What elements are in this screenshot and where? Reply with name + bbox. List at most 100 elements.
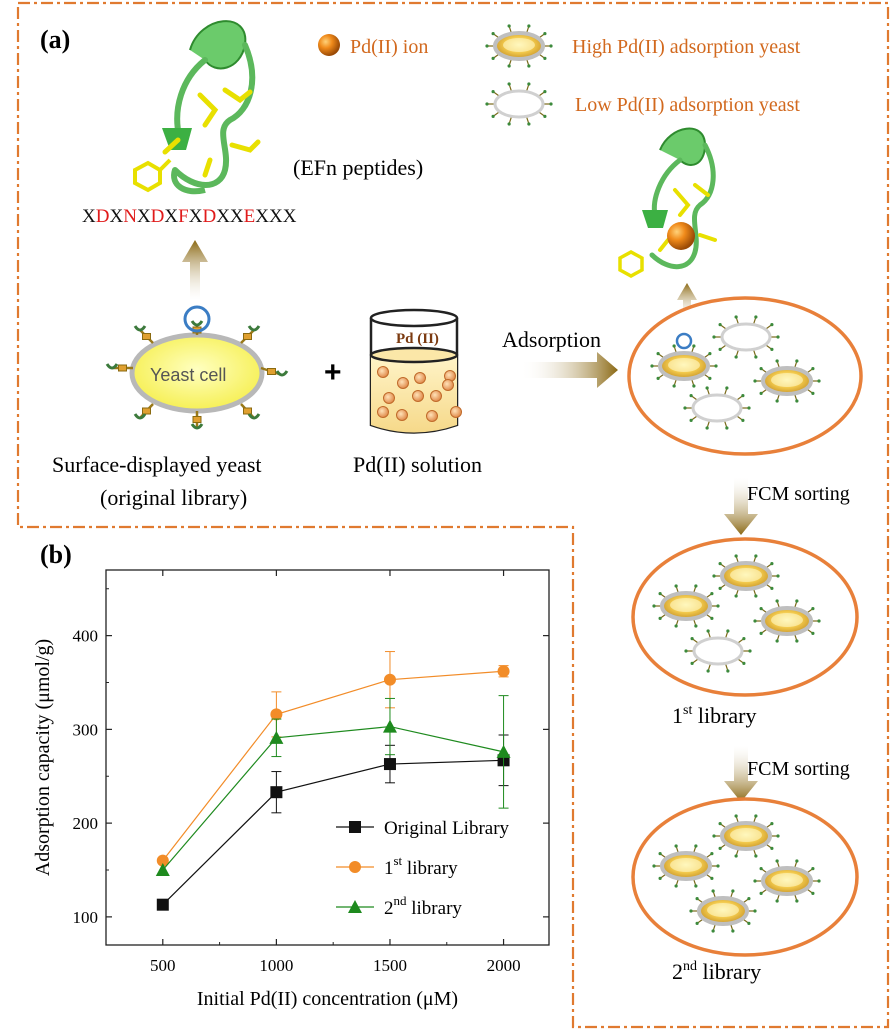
pd-particle xyxy=(442,379,454,391)
yeast-in-second-library xyxy=(712,814,780,858)
sequence-letter: X xyxy=(230,206,244,227)
sequence-letter: X xyxy=(255,206,269,227)
sequence-letter: N xyxy=(123,206,137,227)
high-yeast-legend-text: High Pd(II) adsorption yeast xyxy=(572,36,801,58)
sequence-letter: X xyxy=(164,206,178,227)
yeast-in-first-library xyxy=(712,554,780,598)
low-yeast-icon xyxy=(485,82,553,126)
x-tick-label: 1500 xyxy=(373,956,407,975)
x-tick-label: 1000 xyxy=(259,956,293,975)
pd-particle xyxy=(450,406,462,418)
sequence-letter: X xyxy=(216,206,230,227)
highlight-circle xyxy=(183,305,211,333)
sequence-letter: X xyxy=(137,206,151,227)
adsorption-arrow xyxy=(520,352,618,388)
pd-particle xyxy=(383,392,395,404)
peptide-label: (EFn peptides) xyxy=(293,155,423,180)
x-axis-label: Initial Pd(II) concentration (μM) xyxy=(197,988,458,1010)
pd-particle xyxy=(412,390,424,402)
sequence-letter: D xyxy=(202,206,216,227)
panel-b-label: (b) xyxy=(40,540,72,569)
yeast-in-population xyxy=(753,359,821,403)
first-library-label: 1st library xyxy=(672,703,757,728)
data-point xyxy=(155,863,170,876)
low-yeast-legend-text: Low Pd(II) adsorption yeast xyxy=(575,94,800,116)
legend-pd-ion: Pd(II) ion xyxy=(318,34,428,58)
sequence-letter: D xyxy=(151,206,165,227)
sequence-letter: D xyxy=(96,206,110,227)
pd-particle xyxy=(430,390,442,402)
pd-particle xyxy=(414,372,426,384)
legend-marker xyxy=(348,900,362,913)
yeast-in-second-library xyxy=(753,859,821,903)
second-library-circle xyxy=(631,797,859,957)
x-tick-label: 500 xyxy=(150,956,176,975)
y-tick-label: 400 xyxy=(73,627,99,646)
series-1 xyxy=(156,651,510,867)
data-point xyxy=(156,898,169,911)
series-line xyxy=(162,759,504,906)
yeast-in-second-library xyxy=(689,889,757,933)
panel-frames xyxy=(16,1,890,1029)
beaker-label: Pd (II) xyxy=(396,331,439,347)
adsorption-label: Adsorption xyxy=(502,327,601,352)
adsorbed-population-circle xyxy=(627,296,863,456)
plus-sign: + xyxy=(324,356,342,389)
sequence-letter: F xyxy=(178,206,189,227)
data-point xyxy=(156,854,169,867)
legend-label: Original Library xyxy=(384,818,510,839)
arrow-up-to-complex xyxy=(677,283,697,318)
yeast-in-population xyxy=(650,344,718,388)
yeast-in-population xyxy=(683,386,751,430)
fcm-sorting-label-1: FCM sorting xyxy=(747,483,850,505)
panel-a-label: (a) xyxy=(40,25,70,54)
second-library-label: 2nd library xyxy=(672,959,761,984)
sequence-letter: X xyxy=(189,206,203,227)
fcm-sorting-label-2: FCM sorting xyxy=(747,758,850,780)
pd-particle xyxy=(397,377,409,389)
yeast-cell-diagram xyxy=(105,305,289,430)
series-line xyxy=(162,670,504,861)
series-line xyxy=(162,725,504,871)
data-point xyxy=(496,744,511,758)
series-2 xyxy=(155,695,511,876)
original-library-label: (original library) xyxy=(100,485,247,510)
arrow-up-to-peptide xyxy=(182,240,208,300)
fcm-arrow-1 xyxy=(724,478,758,535)
data-point xyxy=(269,730,284,744)
legend-high-yeast xyxy=(485,24,553,68)
yeast-in-population xyxy=(712,315,780,359)
data-point xyxy=(497,665,510,678)
surface-yeast-label: Surface-displayed yeast xyxy=(52,452,262,477)
pd-solution-label: Pd(II) solution xyxy=(353,452,482,477)
yeast-in-first-library xyxy=(753,599,821,643)
legend-low-yeast xyxy=(485,82,553,126)
legend-marker xyxy=(349,821,361,833)
panel-a-frame xyxy=(16,1,890,1029)
yeast-in-first-library xyxy=(652,584,720,628)
beaker-icon xyxy=(369,308,462,434)
y-tick-label: 300 xyxy=(73,720,99,739)
chart-legend: Original Library 1st library 2nd library xyxy=(336,818,510,919)
pd-ion-legend-text: Pd(II) ion xyxy=(350,36,428,58)
pd-particle xyxy=(426,410,438,422)
sequence-letter: X xyxy=(82,206,96,227)
sequence-letter: E xyxy=(244,206,256,227)
data-point xyxy=(383,758,396,771)
legend-label: 1st library xyxy=(384,853,458,879)
y-tick-label: 100 xyxy=(73,908,99,927)
pd-particle xyxy=(377,366,389,378)
fcm-arrow-2 xyxy=(724,746,758,802)
data-point xyxy=(383,673,396,686)
pd-particle xyxy=(396,409,408,421)
highlight-circle-small xyxy=(675,332,693,350)
yeast-in-second-library xyxy=(652,844,720,888)
plot-frame xyxy=(105,569,550,946)
yeast-cell-text: Yeast cell xyxy=(150,365,226,385)
yeast-in-first-library xyxy=(684,629,752,673)
peptide-pd-complex-icon xyxy=(618,127,717,278)
legend-label: 2nd library xyxy=(384,893,462,919)
legend-marker xyxy=(349,861,361,873)
